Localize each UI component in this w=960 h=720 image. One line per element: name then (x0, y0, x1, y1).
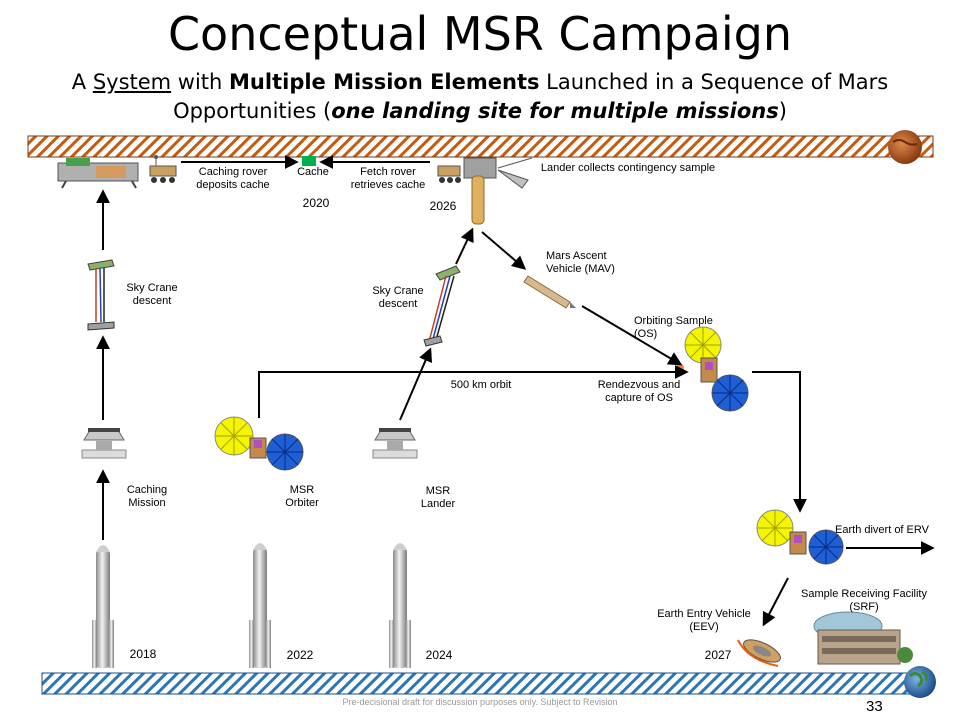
lander-icon (57, 158, 139, 189)
subtitle-part: ) (778, 99, 787, 123)
mars-planet-icon (888, 130, 922, 164)
flow-arrow (455, 227, 474, 265)
year-label: 2027 (704, 648, 732, 662)
year-label: 2026 (429, 199, 457, 213)
subtitle-part: System (92, 70, 172, 94)
orbiter-icon (214, 416, 304, 471)
year-label: 2024 (425, 648, 453, 662)
lander-collects-label: Lander collects contingency sample (540, 162, 716, 174)
cache-icon (302, 156, 316, 166)
sky-crane-icon (423, 265, 461, 347)
mav-icon (523, 275, 576, 309)
subtitle-part: one landing site for multiple missions (331, 99, 779, 123)
msr-orbiter-label: MSR Orbiter (285, 484, 319, 509)
orbiter-icon (756, 509, 844, 565)
rocket-icon (249, 543, 271, 668)
year-label: 2020 (302, 196, 330, 210)
spacecraft-icon (81, 428, 127, 459)
fetch-rover-label: Fetch rover retrieves cache (350, 166, 426, 191)
sky-crane-icon (87, 259, 115, 331)
sky-crane-label: Sky Crane descent (126, 282, 178, 307)
flow-arrow (762, 577, 789, 627)
page-title: Conceptual MSR Campaign (167, 7, 793, 61)
orbiter-icon (676, 326, 749, 412)
year-label: 2022 (286, 648, 314, 662)
earth-planet-icon (904, 666, 936, 698)
rocket-icon (92, 545, 114, 668)
subtitle-part: Multiple Mission Elements (229, 70, 540, 94)
flow-arrow (581, 305, 683, 366)
mav-label: Mars Ascent Vehicle (MAV) (546, 250, 615, 275)
orbit-label: 500 km orbit (450, 379, 512, 391)
eev-capsule-icon (737, 639, 781, 667)
rendezvous-label: Rendezvous and capture of OS (597, 379, 681, 404)
mars-surface-band (27, 135, 934, 158)
lander-icon (463, 157, 533, 225)
year-label: 2018 (129, 647, 157, 661)
sky-crane-label: Sky Crane descent (372, 285, 424, 310)
caching-mission-label: Caching Mission (126, 484, 168, 509)
subtitle-part: with (171, 70, 230, 94)
subtitle-part: A (71, 70, 93, 94)
earth-surface-band (41, 672, 916, 695)
earth-divert-label: Earth divert of ERV (835, 524, 929, 536)
page-number: 33 (866, 698, 883, 715)
rover-icon (149, 155, 177, 183)
subtitle-part: Launched in a Sequence of Mars Opportuni… (173, 70, 889, 123)
building-icon (813, 611, 913, 665)
rocket-icon (389, 543, 411, 668)
flow-arrow (258, 365, 689, 418)
rover-icon (437, 165, 461, 183)
footer-disclaimer: Pre-decisional draft for discussion purp… (342, 697, 618, 707)
cache-label: Cache (297, 166, 329, 178)
eev-label: Earth Entry Vehicle (EEV) (657, 608, 751, 633)
caching-rover-label: Caching rover deposits cache (196, 166, 270, 191)
srf-label: Sample Receiving Facility (SRF) (801, 588, 927, 613)
msr-lander-label: MSR Lander (420, 485, 456, 510)
orbiting-sample-label: Orbiting Sample (OS) (634, 315, 713, 340)
flow-arrow (752, 371, 807, 513)
page-subtitle: A System with Multiple Mission Elements … (40, 68, 920, 126)
spacecraft-icon (372, 428, 418, 459)
flow-arrow (481, 231, 527, 270)
flow-arrow (399, 347, 433, 421)
